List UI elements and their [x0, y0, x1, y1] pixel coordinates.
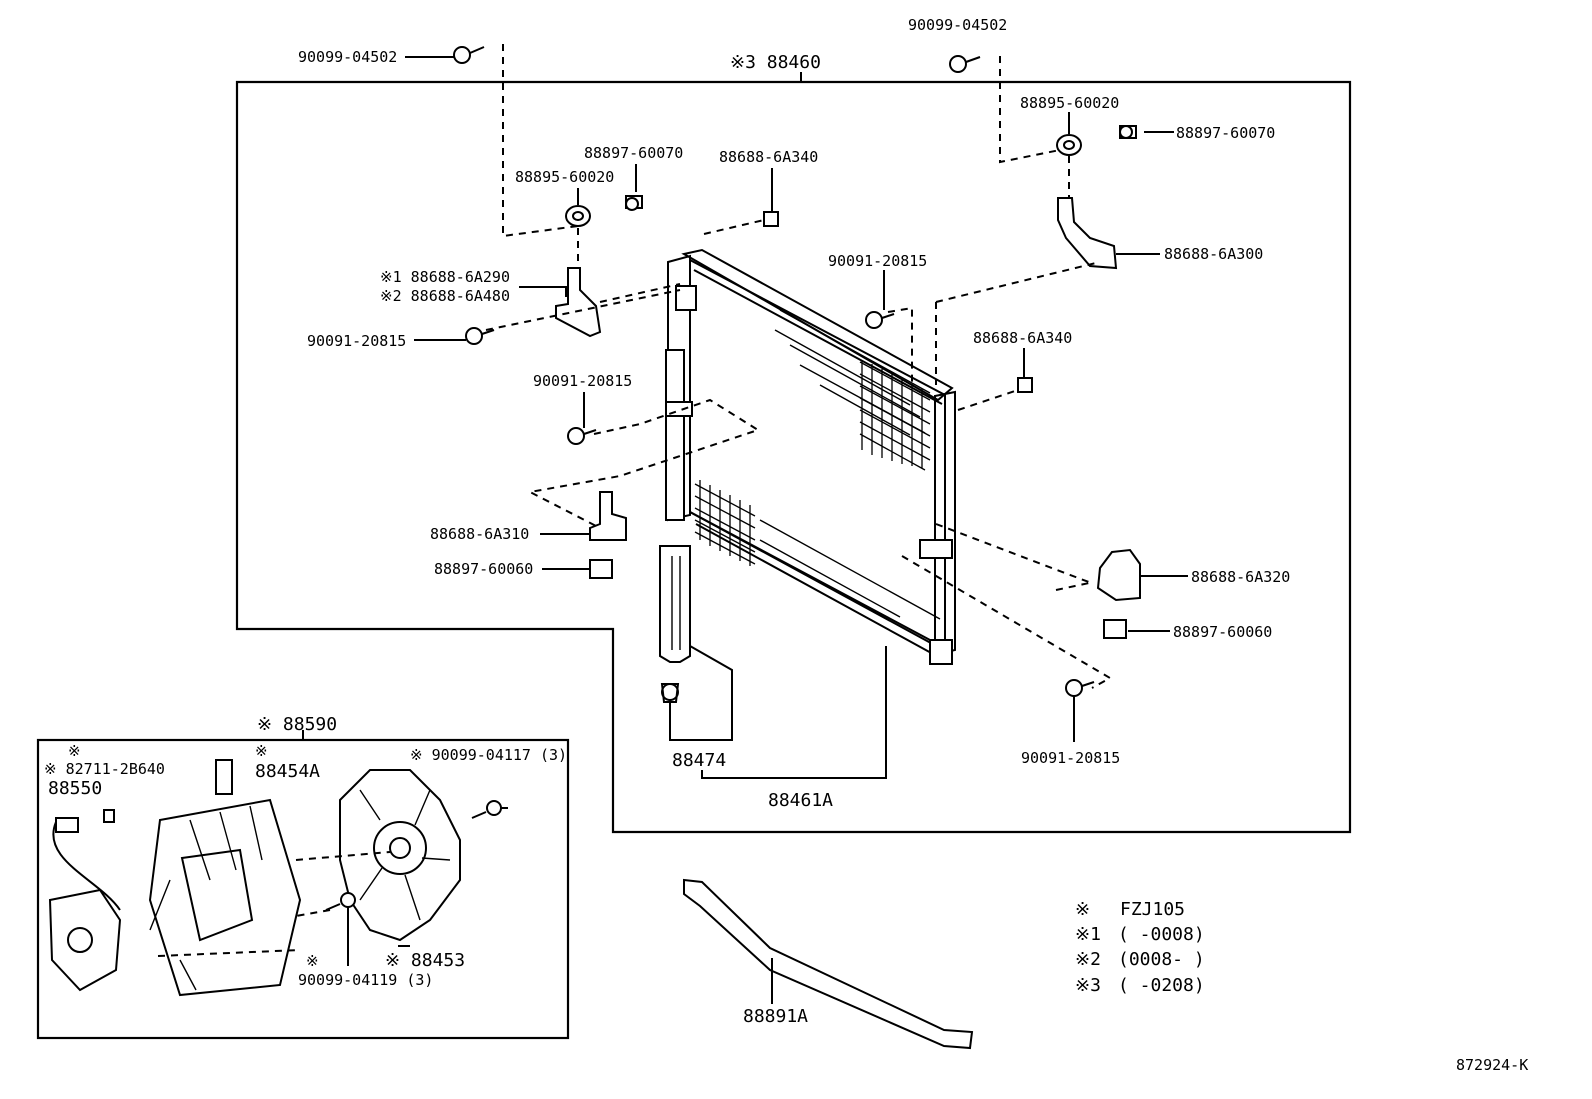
legend-model: FZJ105	[1120, 899, 1185, 920]
bolt-90099-04502-right	[949, 55, 981, 73]
legend-range-3: ( -0208)	[1118, 975, 1205, 996]
label-88454A-mark: ※	[255, 742, 268, 760]
label-88474: 88474	[672, 750, 726, 771]
label-90091-20815-lower: 90091-20815	[1021, 749, 1120, 767]
label-90099-04502-left: 90099-04502	[298, 48, 397, 66]
label-90091-20815-mid: 90091-20815	[533, 372, 632, 390]
bolt-90091-20815-1	[465, 327, 495, 345]
clip-88688-6A340-top	[763, 211, 779, 227]
clip-88688-6A340-right	[1017, 377, 1033, 393]
connector-82711-2B640	[55, 817, 79, 833]
label-88688-6A340-right: 88688-6A340	[973, 329, 1072, 347]
bolt-90099-04119	[325, 892, 356, 911]
bracket-88688-6A310	[589, 491, 627, 541]
bolt-90099-04502-left	[453, 46, 485, 64]
legend-mark-1: ※1	[1075, 924, 1101, 945]
shroud-clip	[215, 759, 233, 795]
cushion-88897-60060-left	[589, 559, 613, 579]
label-88453: ※ 88453	[385, 950, 465, 971]
collar-88897-60070-right	[1119, 125, 1137, 139]
label-90091-20815-upper: 90091-20815	[828, 252, 927, 270]
cushion-88897-60060-right	[1103, 619, 1127, 639]
label-90099-04119-mark: ※	[306, 952, 319, 970]
bolt-90091-20815-4	[1065, 679, 1095, 697]
seal-bar-88891A	[683, 878, 974, 1050]
diagram-id: 872924-K	[1456, 1056, 1528, 1074]
label-88454A: 88454A	[255, 761, 320, 782]
label-88897-60060-right: 88897-60060	[1173, 623, 1272, 641]
clip-88474	[660, 683, 680, 703]
legend-mark-0: ※	[1075, 899, 1090, 920]
bracket-88688-6A300	[1057, 197, 1118, 270]
applicability-legend: ※ FZJ105 ※1 ( -0008) ※2 (0008- ) ※3 ( -0…	[1075, 899, 1205, 996]
label-88590: ※ 88590	[257, 714, 337, 735]
label-88897-60070-right: 88897-60070	[1176, 124, 1275, 142]
seal-88474	[659, 545, 691, 663]
bracket-88688-6A290-6A480	[555, 267, 602, 338]
legend-range-1: ( -0008)	[1118, 924, 1205, 945]
bolt-90091-20815-2	[865, 311, 895, 329]
fan-motor-88550	[48, 888, 122, 992]
label-88461A: 88461A	[768, 790, 833, 811]
label-82711-mark: ※	[68, 742, 81, 760]
label-82711-2B640: ※ 82711-2B640	[44, 760, 165, 778]
label-88688-6A320: 88688-6A320	[1191, 568, 1290, 586]
fan-assembly-frame	[36, 738, 570, 1040]
label-88688-6A310: 88688-6A310	[430, 525, 529, 543]
legend-mark-2: ※2	[1075, 949, 1101, 970]
label-88895-60020-left: 88895-60020	[515, 168, 614, 186]
label-88460: ※3 88460	[730, 52, 821, 73]
bolt-90099-04117	[471, 800, 502, 819]
condenser-assembly-frame	[235, 80, 1352, 834]
motor-harness	[52, 821, 121, 911]
label-88895-60020-right: 88895-60020	[1020, 94, 1119, 112]
label-90099-04119: 90099-04119 (3)	[298, 971, 433, 989]
label-90091-20815-left: 90091-20815	[307, 332, 406, 350]
label-88688-6A290: ※1 88688-6A290	[380, 268, 510, 286]
label-88897-60060-left: 88897-60060	[434, 560, 533, 578]
cushion-88895-60020-right	[1056, 134, 1082, 156]
label-88688-6A300: 88688-6A300	[1164, 245, 1263, 263]
label-88688-6A480: ※2 88688-6A480	[380, 287, 510, 305]
bracket-88688-6A320	[1096, 548, 1141, 602]
condenser-core	[665, 248, 956, 665]
label-88688-6A340-top: 88688-6A340	[719, 148, 818, 166]
label-88891A: 88891A	[743, 1006, 808, 1027]
label-90099-04502-right: 90099-04502	[908, 16, 1007, 34]
legend-range-2: (0008- )	[1118, 949, 1205, 970]
bolt-90091-20815-3	[567, 427, 597, 445]
label-90099-04117: ※ 90099-04117 (3)	[410, 746, 567, 764]
label-88897-60070-left: 88897-60070	[584, 144, 683, 162]
cushion-88895-60020-left	[565, 205, 591, 227]
collar-88897-60070-left	[625, 195, 643, 211]
legend-mark-3: ※3	[1075, 975, 1101, 996]
label-88550: 88550	[48, 778, 102, 799]
fan-shroud-88454A	[148, 798, 302, 997]
